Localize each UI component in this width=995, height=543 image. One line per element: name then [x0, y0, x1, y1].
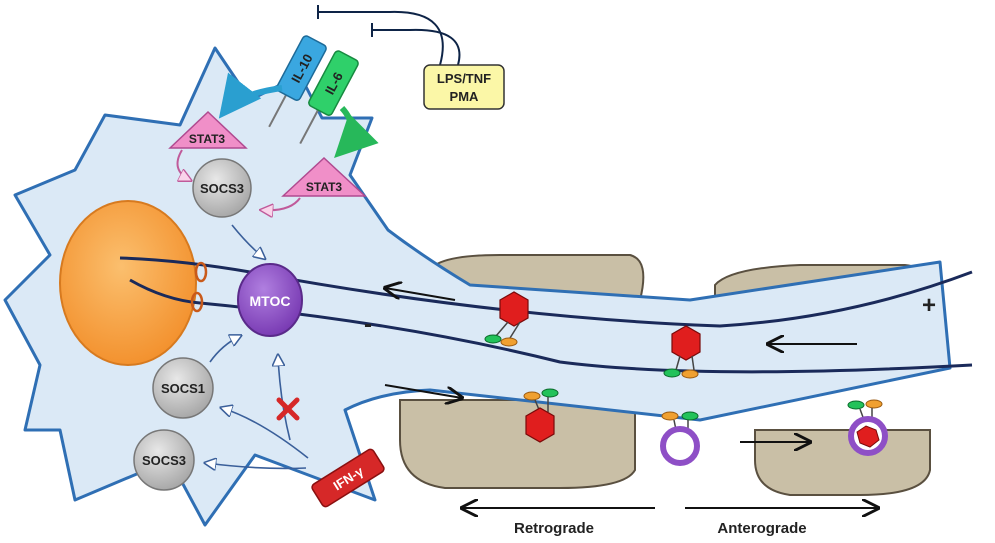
ifn-to-mtoc-arrow — [278, 356, 291, 441]
stat3-right: STAT3 — [281, 156, 367, 197]
myelin-sheath-bottom-right — [754, 429, 931, 496]
microtubule-lower — [129, 278, 973, 374]
microtubules — [119, 256, 973, 374]
kinesin-motor-3 — [847, 399, 888, 456]
microtubule-upper — [119, 256, 973, 328]
nucleus — [59, 200, 197, 366]
stimulus-line1: LPS/TNF — [437, 71, 491, 86]
stat3-left-label: STAT3 — [189, 132, 226, 146]
plus-end-label: + — [922, 292, 936, 319]
dynein-motor-1 — [484, 291, 529, 347]
socs3-top: SOCS3 — [192, 158, 252, 218]
mtoc-node: MTOC — [237, 263, 303, 337]
myelin-sheath-bottom-left — [399, 399, 636, 489]
stat3-left-to-socs3-arrow — [176, 149, 191, 180]
stat3-right-to-socs3-arrow — [262, 197, 301, 210]
il10-to-stat3-arrow — [218, 72, 283, 119]
kinesin-motor-2 — [660, 411, 700, 466]
mtoc-label: MTOC — [250, 293, 291, 309]
anterograde-label: Anterograde — [717, 520, 806, 537]
stimulus-inhibition — [317, 5, 461, 66]
ifn-to-socs1-arrow — [222, 408, 309, 459]
retrograde-label: Retrograde — [514, 520, 594, 537]
stimulus-line2: PMA — [450, 89, 480, 104]
transport-legend: Retrograde Anterograde — [462, 508, 878, 537]
socs3-top-label: SOCS3 — [200, 181, 244, 196]
ifn-to-socs3-arrow — [206, 463, 307, 468]
socs3-bottom-label: SOCS3 — [142, 453, 186, 468]
stat3-left: STAT3 — [168, 110, 248, 149]
minus-end-label: - — [364, 311, 372, 338]
retrograde-arrow-1 — [385, 288, 456, 301]
block-x-icon — [276, 397, 300, 421]
il6-receptor: IL-6 — [299, 50, 359, 145]
kinesin-motor-1 — [523, 388, 559, 443]
socs1: SOCS1 — [152, 357, 214, 419]
socs3-to-mtoc-arrow — [231, 224, 264, 258]
nuclear-pore-lower — [190, 291, 204, 313]
socs3-bottom: SOCS3 — [133, 429, 195, 491]
il6-to-stat3-arrow — [334, 105, 379, 158]
anterograde-arrow-1 — [384, 384, 462, 398]
nuclear-pore-upper — [194, 261, 208, 283]
stat3-right-label: STAT3 — [306, 180, 343, 194]
socs1-to-mtoc-arrow — [209, 336, 240, 363]
stimulus-box: LPS/TNF PMA — [423, 64, 505, 110]
socs1-label: SOCS1 — [161, 381, 205, 396]
dynein-motor-2 — [663, 325, 701, 379]
